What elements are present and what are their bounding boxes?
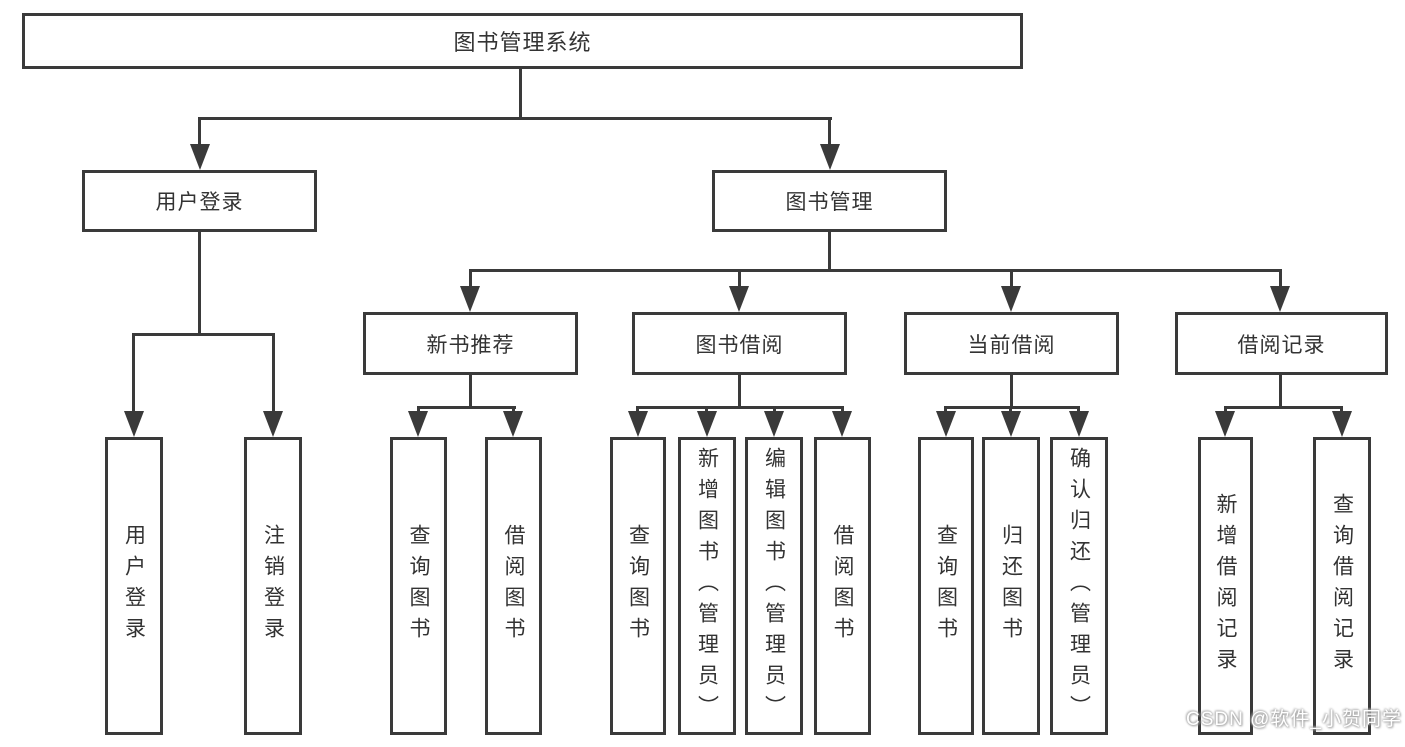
connector-line <box>738 269 741 292</box>
node-new-book-recommend: 新书推荐 <box>363 312 578 375</box>
node-current-borrowing: 当前借阅 <box>904 312 1119 375</box>
connector-line <box>1009 406 1012 415</box>
connector-line <box>417 406 420 415</box>
connector-line <box>132 333 275 336</box>
connector-line <box>636 406 844 409</box>
arrow-down-icon <box>503 411 523 437</box>
connector-line <box>512 406 515 415</box>
arrow-down-icon <box>729 286 749 312</box>
connector-line <box>828 232 831 272</box>
arrow-down-icon <box>628 411 648 437</box>
leaf-borrow-book-recommend: 借阅图书 <box>485 437 542 735</box>
connector-line <box>469 269 472 292</box>
connector-line <box>1224 406 1227 415</box>
arrow-down-icon <box>1001 286 1021 312</box>
leaf-query-borrow-record: 查询借阅记录 <box>1313 437 1371 735</box>
leaf-user-login: 用户登录 <box>105 437 163 735</box>
arrow-down-icon <box>460 286 480 312</box>
watermark: CSDN @软件_小贺同学 <box>1186 709 1402 730</box>
connector-line <box>1077 406 1080 415</box>
connector-line <box>198 117 832 120</box>
connector-line <box>705 406 708 415</box>
node-user-login: 用户登录 <box>82 170 317 232</box>
leaf-borrow-book-borrowing: 借阅图书 <box>814 437 871 735</box>
arrow-down-icon <box>820 144 840 170</box>
node-book-management: 图书管理 <box>712 170 947 232</box>
connector-line <box>272 333 275 415</box>
connector-line <box>469 375 472 408</box>
arrow-down-icon <box>1215 411 1235 437</box>
arrow-down-icon <box>832 411 852 437</box>
arrow-down-icon <box>190 144 210 170</box>
connector-line <box>1279 269 1282 292</box>
node-book-borrowing: 图书借阅 <box>632 312 847 375</box>
arrow-down-icon <box>1069 411 1089 437</box>
node-library-system: 图书管理系统 <box>22 13 1023 69</box>
arrow-down-icon <box>124 411 144 437</box>
arrow-down-icon <box>263 411 283 437</box>
connector-line <box>519 69 522 119</box>
leaf-confirm-return-admin: 确认归还（管理员） <box>1050 437 1108 735</box>
leaf-query-book-current: 查询图书 <box>918 437 974 735</box>
connector-line <box>469 269 1282 272</box>
connector-line <box>417 406 516 409</box>
arrow-down-icon <box>936 411 956 437</box>
connector-line <box>1010 375 1013 408</box>
connector-line <box>1224 406 1343 409</box>
leaf-logout-login: 注销登录 <box>244 437 302 735</box>
connector-line <box>1279 375 1282 408</box>
arrow-down-icon <box>1270 286 1290 312</box>
connector-line <box>841 406 844 415</box>
connector-line <box>828 117 831 147</box>
arrow-down-icon <box>764 411 784 437</box>
leaf-add-book-admin: 新增图书（管理员） <box>678 437 736 735</box>
leaf-add-borrow-record: 新增借阅记录 <box>1198 437 1253 735</box>
connector-line <box>1340 406 1343 415</box>
connector-line <box>944 406 947 415</box>
leaf-return-book: 归还图书 <box>982 437 1040 735</box>
leaf-query-book-recommend: 查询图书 <box>390 437 447 735</box>
connector-line <box>1010 269 1013 292</box>
arrow-down-icon <box>1332 411 1352 437</box>
connector-line <box>198 117 201 147</box>
arrow-down-icon <box>1001 411 1021 437</box>
connector-line <box>944 406 1080 409</box>
connector-line <box>738 375 741 408</box>
arrow-down-icon <box>408 411 428 437</box>
connector-line <box>198 232 201 336</box>
connector-line <box>773 406 776 415</box>
connector-line <box>132 333 135 415</box>
leaf-query-book-borrowing: 查询图书 <box>610 437 666 735</box>
node-borrowing-records: 借阅记录 <box>1175 312 1388 375</box>
connector-line <box>636 406 639 415</box>
arrow-down-icon <box>697 411 717 437</box>
leaf-edit-book-admin: 编辑图书（管理员） <box>745 437 803 735</box>
